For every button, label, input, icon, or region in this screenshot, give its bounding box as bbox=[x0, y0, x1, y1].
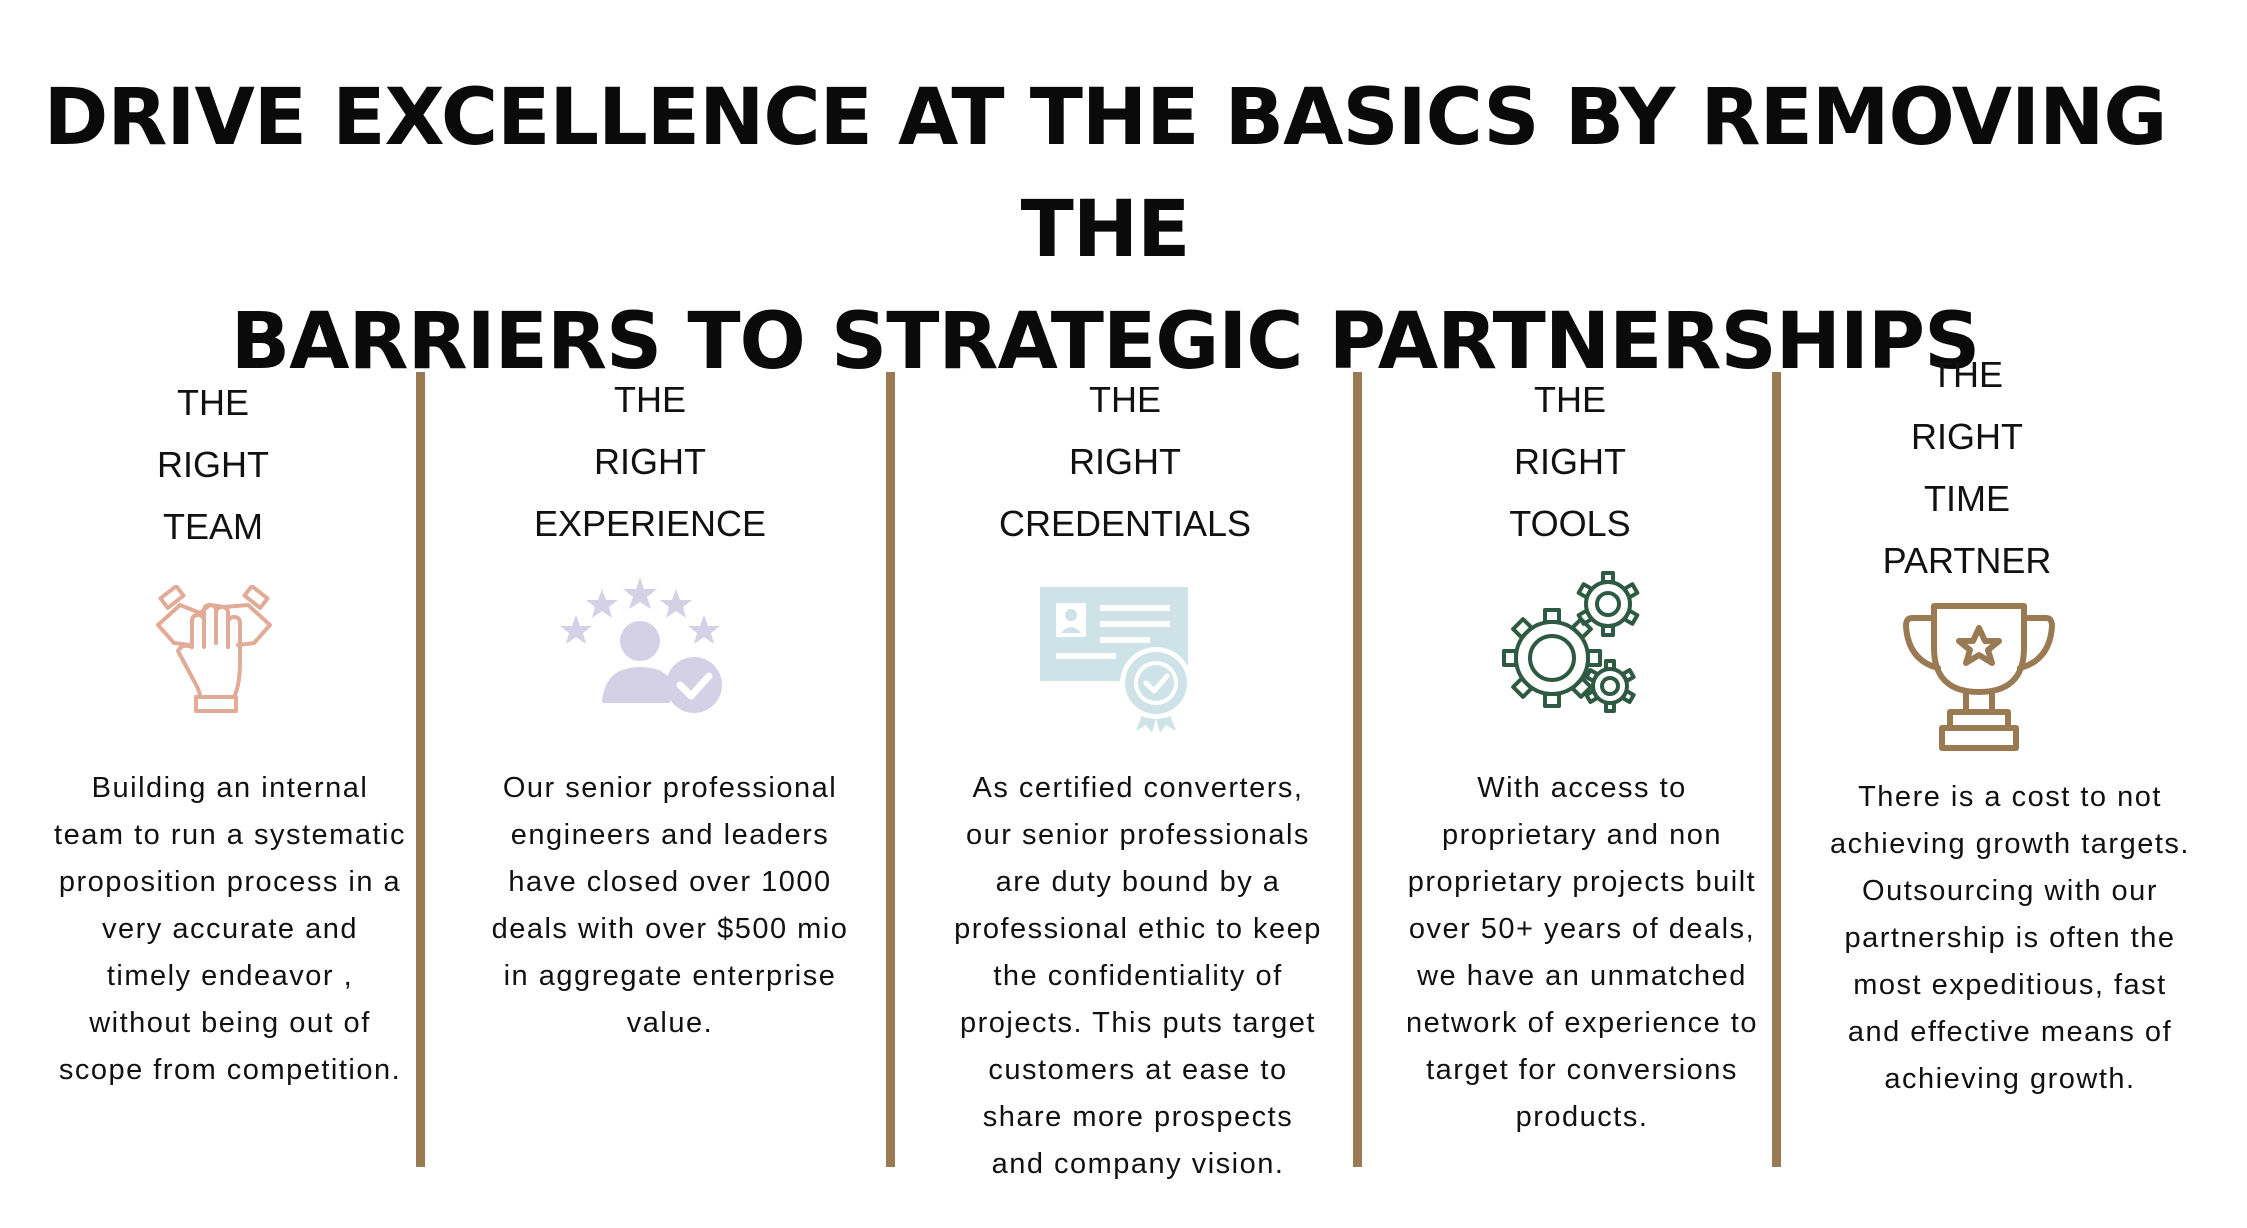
column-body: Building an internal team to run a syste… bbox=[40, 765, 420, 1094]
headline-line-2: BARRIERS TO STRATEGIC PARTNERSHIPS bbox=[230, 297, 1981, 387]
column-divider bbox=[416, 372, 425, 1167]
column-title: THE RIGHT CREDENTIALS bbox=[980, 369, 1270, 555]
body-line: customers at ease to bbox=[988, 1054, 1288, 1086]
title-line: PARTNER bbox=[1882, 540, 2052, 581]
title-line: THE bbox=[1931, 354, 2003, 395]
body-line: and company vision. bbox=[991, 1148, 1285, 1180]
body-line: professional ethic to keep bbox=[954, 913, 1322, 945]
body-line: achieving growth targets. bbox=[1830, 828, 2190, 860]
column-title: THE RIGHT TEAM bbox=[113, 372, 313, 558]
gears-icon bbox=[1490, 568, 1650, 726]
column-body: Our senior professional engineers and le… bbox=[460, 765, 880, 1047]
title-line: TEAM bbox=[162, 506, 263, 547]
body-line: target for conversions bbox=[1426, 1054, 1738, 1086]
body-line: projects. This puts target bbox=[959, 1007, 1316, 1039]
column-title: THE RIGHT TIME PARTNER bbox=[1852, 344, 2082, 592]
column-title: THE RIGHT EXPERIENCE bbox=[520, 369, 780, 555]
body-line: proprietary and non bbox=[1442, 819, 1722, 851]
body-line: As certified converters, bbox=[972, 772, 1304, 804]
body-line: With access to bbox=[1477, 772, 1687, 804]
title-line: RIGHT bbox=[1069, 441, 1181, 482]
body-line: Outsourcing with our bbox=[1862, 875, 2158, 907]
column-body: With access to proprietary and non propr… bbox=[1372, 765, 1792, 1141]
title-line: RIGHT bbox=[594, 441, 706, 482]
star-rating-user-icon bbox=[558, 575, 726, 723]
title-line: CREDENTIALS bbox=[998, 503, 1252, 544]
body-line: our senior professionals bbox=[966, 819, 1310, 851]
body-line: network of experience to bbox=[1406, 1007, 1758, 1039]
body-line: products. bbox=[1515, 1101, 1649, 1133]
column-divider bbox=[1353, 372, 1362, 1167]
title-line: EXPERIENCE bbox=[533, 503, 767, 544]
body-line: engineers and leaders bbox=[510, 819, 830, 851]
title-line: RIGHT bbox=[157, 444, 269, 485]
body-line: scope from competition. bbox=[58, 1054, 402, 1086]
title-line: RIGHT bbox=[1911, 416, 2023, 457]
body-line: share more prospects bbox=[982, 1101, 1294, 1133]
title-line: TOOLS bbox=[1509, 503, 1631, 544]
body-line: without being out of bbox=[89, 1007, 371, 1039]
column-divider bbox=[886, 372, 895, 1167]
title-line: THE bbox=[1089, 379, 1161, 420]
body-line: we have an unmatched bbox=[1417, 960, 1747, 992]
body-line: proprietary projects built bbox=[1407, 866, 1757, 898]
body-line: Our senior professional bbox=[502, 772, 838, 804]
column-body: As certified converters, our senior prof… bbox=[928, 765, 1348, 1188]
body-line: deals with over $500 mio bbox=[491, 913, 849, 945]
body-line: are duty bound by a bbox=[995, 866, 1281, 898]
title-line: TIME bbox=[1924, 478, 2010, 519]
title-line: RIGHT bbox=[1514, 441, 1626, 482]
body-line: There is a cost to not bbox=[1858, 781, 2162, 813]
body-line: team to run a systematic bbox=[54, 819, 406, 851]
title-line: THE bbox=[177, 382, 249, 423]
body-line: the confidentiality of bbox=[993, 960, 1283, 992]
headline: DRIVE EXCELLENCE AT THE BASICS BY REMOVI… bbox=[40, 62, 2170, 398]
column-divider bbox=[1772, 372, 1781, 1167]
body-line: most expeditious, fast bbox=[1853, 969, 2167, 1001]
body-line: very accurate and bbox=[101, 913, 358, 945]
body-line: over 50+ years of deals, bbox=[1408, 913, 1756, 945]
body-line: partnership is often the bbox=[1844, 922, 2176, 954]
body-line: proposition process in a bbox=[58, 866, 402, 898]
body-line: timely endeavor , bbox=[106, 960, 354, 992]
hands-together-icon bbox=[150, 584, 278, 715]
body-line: have closed over 1000 bbox=[508, 866, 832, 898]
column-body: There is a cost to not achieving growth … bbox=[1800, 774, 2220, 1103]
certificate-badge-icon bbox=[1038, 585, 1192, 735]
body-line: achieving growth. bbox=[1884, 1063, 2136, 1095]
column-title: THE RIGHT TOOLS bbox=[1460, 369, 1680, 555]
title-line: THE bbox=[614, 379, 686, 420]
body-line: and effective means of bbox=[1847, 1016, 2173, 1048]
headline-line-1: DRIVE EXCELLENCE AT THE BASICS BY REMOVI… bbox=[43, 73, 2168, 275]
body-line: Building an internal bbox=[91, 772, 369, 804]
trophy-icon bbox=[1902, 600, 2056, 754]
title-line: THE bbox=[1534, 379, 1606, 420]
body-line: in aggregate enterprise bbox=[503, 960, 837, 992]
body-line: value. bbox=[626, 1007, 714, 1039]
